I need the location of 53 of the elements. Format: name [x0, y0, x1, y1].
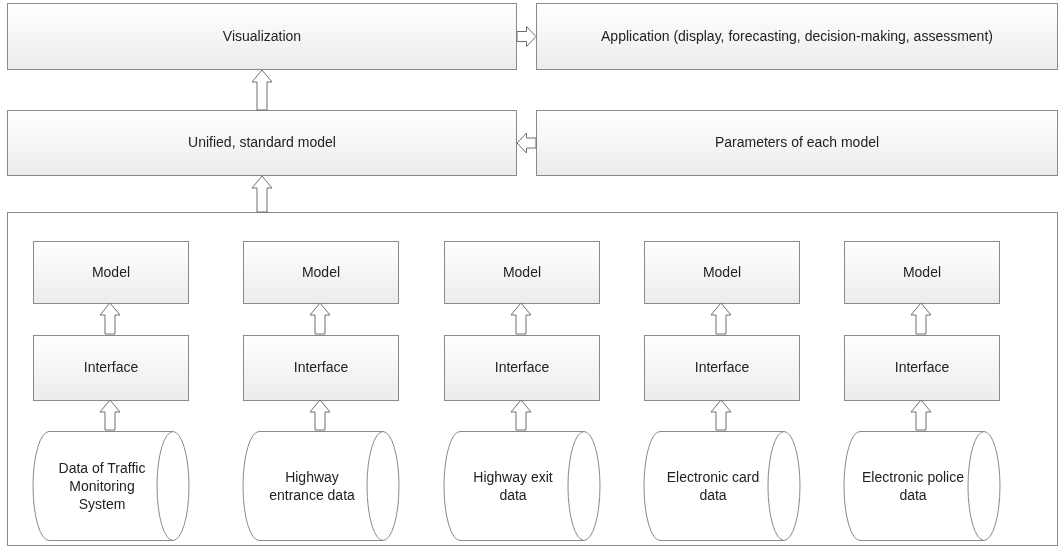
data-store-cylinder [33, 431, 189, 541]
block-arrow [251, 69, 273, 111]
node-label: Model [702, 263, 742, 282]
node-label: Unified, standard model [188, 134, 336, 152]
data-store-cylinder [644, 431, 800, 541]
block-arrow [516, 132, 537, 154]
process-box [33, 241, 189, 304]
block-arrow [710, 302, 732, 335]
block-arrow [510, 399, 532, 431]
data-store-cylinder [243, 431, 399, 541]
node-label: Model [91, 263, 131, 282]
block-arrow [309, 399, 331, 431]
node-label: Electronic card data [665, 467, 761, 505]
process-box [844, 335, 1000, 401]
block-arrow [99, 399, 121, 431]
node-label: Interface [694, 359, 750, 377]
node-label: Parameters of each model [714, 134, 880, 152]
process-box [844, 241, 1000, 304]
node-label: Highway entrance data [268, 467, 356, 505]
process-box [444, 241, 600, 304]
node-label: Model [902, 263, 942, 282]
block-arrow [251, 175, 273, 213]
process-box [7, 3, 517, 70]
block-arrow [516, 26, 537, 47]
node-label: Model [502, 263, 542, 282]
process-box [536, 3, 1058, 70]
process-box [444, 335, 600, 401]
node-label: Interface [83, 359, 139, 377]
node-label: Application (display, forecasting, decision-making, assessment) [601, 27, 993, 46]
block-arrow [309, 302, 331, 335]
process-box [243, 241, 399, 304]
block-arrow [510, 302, 532, 335]
block-arrow [99, 302, 121, 335]
node-label: Highway exit data [472, 467, 554, 505]
node-label: Model [301, 263, 341, 282]
process-box [243, 335, 399, 401]
process-box [644, 335, 800, 401]
node-label: Interface [494, 359, 550, 377]
node-label: Visualization [222, 27, 302, 46]
node-label: Data of Traffic Monitoring System [57, 458, 147, 514]
data-store-cylinder [844, 431, 1000, 541]
process-box [33, 335, 189, 401]
data-store-cylinder [444, 431, 600, 541]
process-box [644, 241, 800, 304]
node-label: Electronic police data [862, 467, 964, 505]
process-box [7, 110, 517, 176]
node-label: Interface [894, 359, 950, 377]
block-arrow [910, 302, 932, 335]
node-label: Interface [293, 359, 349, 377]
group-panel [7, 212, 1058, 546]
block-arrow [910, 399, 932, 431]
process-box [536, 110, 1058, 176]
block-arrow [710, 399, 732, 431]
